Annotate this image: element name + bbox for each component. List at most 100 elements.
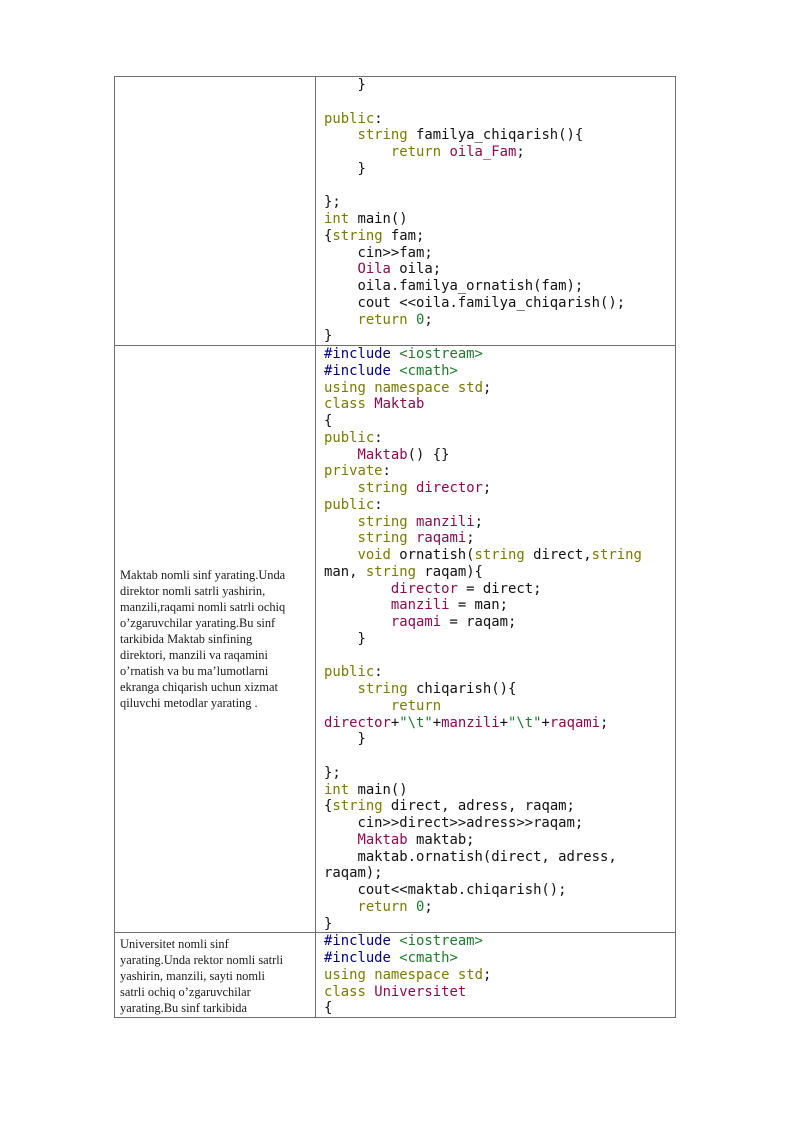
code-line: } [324, 77, 365, 93]
code-token: return [390, 697, 442, 714]
code-line: void ornatish(string direct,string [324, 547, 642, 563]
code-token [324, 480, 357, 496]
code-token: cin>>direct>>adress>>raqam; [324, 815, 584, 831]
code-token: direct, adress, raqam; [382, 798, 575, 815]
code-cell: #include <iostream> #include <cmath> usi… [316, 346, 675, 932]
code-token: ; [466, 530, 475, 547]
code-line: #include <iostream> [324, 346, 483, 362]
code-token: + [541, 714, 550, 731]
code-token [324, 514, 357, 530]
code-token: } [324, 328, 333, 345]
code-token: : [374, 496, 383, 513]
code-token: : [374, 429, 383, 446]
code-token: #include [324, 346, 391, 362]
code-token: () {} [407, 446, 450, 463]
code-line: manzili = man; [324, 597, 508, 613]
code-token: ; [482, 480, 492, 496]
code-token [324, 447, 357, 463]
code-token: maktab; [407, 831, 475, 848]
code-token: string [357, 127, 408, 144]
code-token: <iostream> [399, 933, 483, 950]
code-token: string [591, 547, 642, 563]
code-token: : [382, 463, 391, 480]
code-token: } [324, 160, 366, 177]
code-token: : [374, 664, 383, 681]
code-token: private [324, 463, 383, 480]
code-token: public [324, 429, 375, 446]
code-token: ; [600, 714, 609, 731]
code-block: #include <iostream> #include <cmath> usi… [324, 346, 667, 932]
code-token: cout<<maktab.chiqarish(); [324, 882, 567, 898]
code-token: class [324, 983, 366, 1000]
task-cell [115, 77, 316, 345]
code-line: public: [324, 497, 383, 513]
code-token [366, 380, 374, 396]
code-token: { [324, 413, 333, 429]
code-token: ornatish( [390, 547, 475, 563]
code-line: } [324, 731, 366, 748]
code-line: }; [324, 765, 341, 781]
code-token: ; [424, 311, 433, 328]
code-token: manzili [441, 714, 500, 731]
code-token: } [324, 731, 366, 748]
code-token [366, 396, 374, 412]
code-token [449, 380, 457, 396]
code-token: + [432, 714, 442, 731]
code-token: return [390, 144, 442, 160]
code-token: public [324, 496, 375, 513]
code-line: string familya_chiqarish(){ [324, 127, 583, 143]
code-token: string [365, 563, 417, 580]
code-token: raqami [549, 714, 601, 731]
code-token: #include [324, 950, 391, 966]
code-token: man, [324, 563, 366, 580]
code-token [324, 547, 357, 563]
code-token: oila.familya_ornatish(fam); [324, 278, 584, 294]
code-token: manzili [390, 597, 450, 614]
code-token: raqam){ [416, 563, 483, 580]
code-token: direct, [524, 547, 592, 563]
code-line: } [324, 631, 365, 647]
code-line: Maktab() {} [324, 447, 449, 463]
code-line: int main() [324, 782, 408, 798]
code-line: return oila_Fam; [324, 144, 525, 160]
code-token: cin>>fam; [324, 244, 433, 261]
code-line: #include <cmath> [324, 363, 458, 379]
code-token: 0 [416, 311, 425, 328]
code-token: #include [324, 362, 391, 379]
code-token: main() [349, 781, 408, 798]
code-cell: } public: string familya_chiqarish(){ re… [316, 77, 675, 345]
code-token: { [324, 1000, 333, 1017]
code-token: void [357, 547, 391, 563]
code-token [324, 530, 357, 546]
code-line: } [324, 916, 332, 932]
code-token: }; [324, 764, 341, 781]
code-token: ; [474, 513, 483, 530]
code-token: ; [516, 144, 525, 160]
code-token: raqam); [324, 865, 383, 882]
code-token: return [357, 898, 408, 915]
code-token [324, 127, 357, 143]
code-token: Maktab [374, 396, 425, 413]
code-token: class [324, 396, 366, 413]
code-token [366, 984, 374, 1000]
code-token: + [390, 714, 400, 731]
code-line: man, string raqam){ [324, 564, 483, 580]
code-line: string chiqarish(){ [324, 681, 516, 697]
code-token: string [357, 513, 408, 530]
code-token: { [324, 227, 333, 244]
table-row: Maktab nomli sinf yarating.Unda direktor… [115, 345, 675, 933]
code-token: oila_Fam [449, 144, 517, 160]
code-line: string director; [324, 480, 491, 496]
code-line: oila.familya_ornatish(fam); [324, 278, 583, 294]
code-token: namespace [374, 966, 450, 983]
code-token: = raqam; [441, 614, 517, 630]
code-token: public [324, 110, 375, 127]
code-token: } [324, 915, 333, 932]
code-line: raqam); [324, 865, 383, 881]
code-cell: #include <iostream> #include <cmath> usi… [316, 933, 675, 1017]
table-row: } public: string familya_chiqarish(){ re… [115, 77, 675, 345]
code-token: using [324, 379, 366, 396]
code-line: string manzili; [324, 513, 483, 530]
task-cell: Universitet nomli sinf yarating.Unda rek… [115, 933, 316, 1017]
code-line: using namespace std; [324, 967, 491, 983]
